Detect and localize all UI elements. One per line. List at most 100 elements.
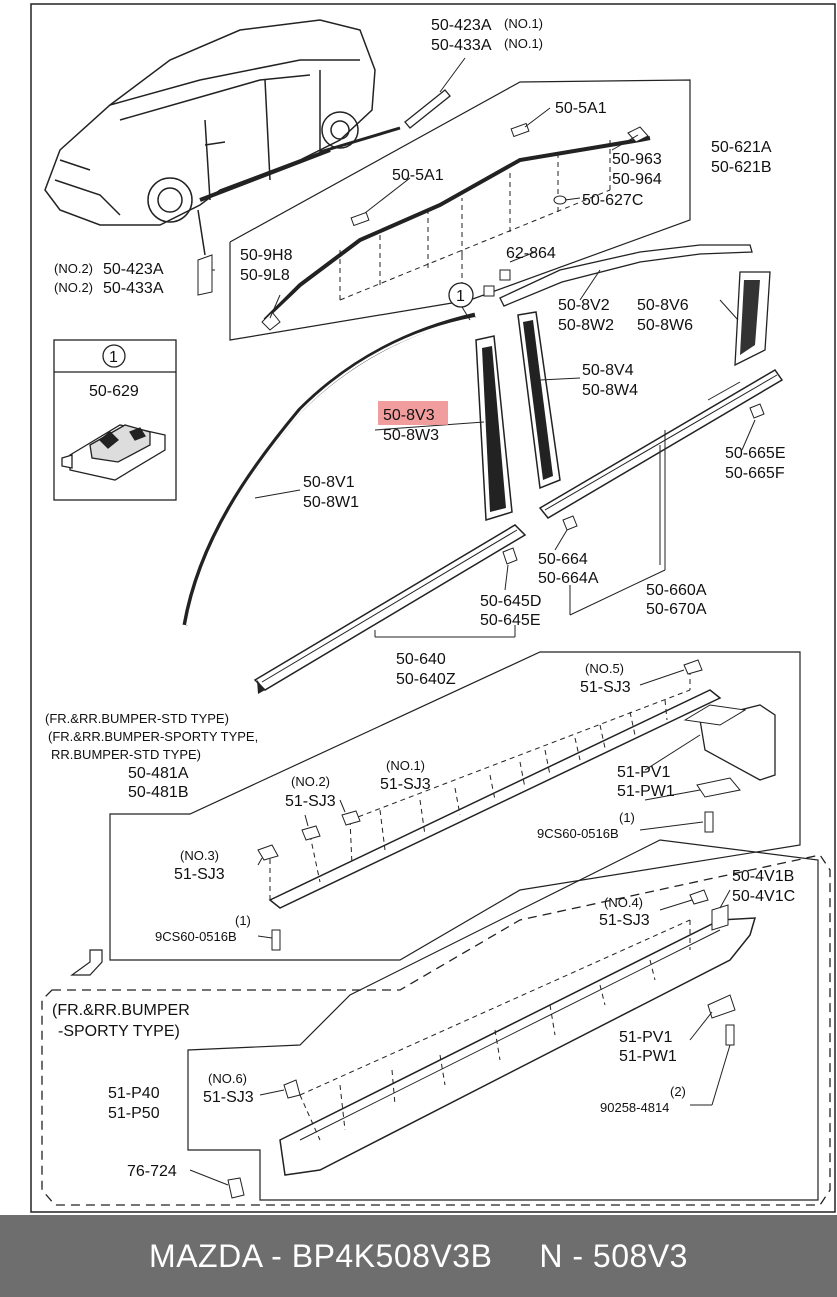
label-51-p40: 51-P40 [108,1085,160,1102]
label-no2-a: (NO.2) [54,261,93,276]
label-51-sj3-no2: 51-SJ3 [285,793,336,810]
parts-diagram: 1 [30,3,836,1213]
clip-62-864 [483,269,511,297]
label-50-640z: 50-640Z [396,671,456,688]
label-76-724: 76-724 [127,1163,177,1180]
trim-part-top [404,89,451,129]
label-50-8v4: 50-8V4 [582,362,634,379]
label-50-423a-no1: 50-423A [431,17,492,34]
footer-bar: MAZDA - BP4K508V3B N - 508V3 [0,1215,837,1297]
rocker-std-box [109,651,801,961]
sporty-dashed-box [41,854,831,1206]
inset-circle-1-label: 1 [109,349,118,366]
label-50-4v1b: 50-4V1B [732,868,794,885]
label-50-964: 50-964 [612,171,662,188]
clip-sj3-n3 [257,844,279,861]
roof-clip-dashes [339,140,611,301]
label-50-665f: 50-665F [725,465,785,482]
label-51-sj3-no6: 51-SJ3 [203,1089,254,1106]
label-no4: (NO.4) [604,895,643,910]
front-arrow-icon [70,949,103,976]
label-no6: (NO.6) [208,1071,247,1086]
label-50-621a: 50-621A [711,139,772,156]
door-trim-small [197,254,213,296]
footer-part-number: MAZDA - BP4K508V3B N - 508V3 [149,1237,688,1274]
rocker-sporty-molding [279,917,757,1176]
part-labels: 50-423A (NO.1) 50-433A (NO.1) 50-5A1 50-… [45,16,795,1180]
label-50-645d: 50-645D [480,593,541,610]
label-51-sj3-no5: 51-SJ3 [580,679,631,696]
inset-circle-1 [102,344,126,368]
label-q2: (2) [670,1084,686,1099]
label-9cs60-a: 9CS60-0516B [537,826,619,841]
clip-645d [502,547,518,565]
label-51-sj3-no3: 51-SJ3 [174,866,225,883]
label-51-sj3-no1: 51-SJ3 [380,776,431,793]
label-50-423a-no2: 50-423A [103,261,164,278]
label-50-664a: 50-664A [538,570,599,587]
label-50-8w3: 50-8W3 [383,427,439,444]
clip-5a1-mid [350,211,370,227]
label-50-627c: 50-627C [582,192,643,209]
clip-5a1-top [510,122,530,138]
label-q1-b: (1) [235,913,251,928]
label-50-8w6: 50-8W6 [637,317,693,334]
label-50-664: 50-664 [538,551,588,568]
label-50-5a1-mid: 50-5A1 [392,167,444,184]
label-90258: 90258-4814 [600,1100,669,1115]
sporty-inner-box [187,839,819,1201]
rocker-sporty-dashes [299,919,691,1141]
highlight-50-8v3 [378,401,448,425]
label-50-481b: 50-481B [128,784,189,801]
leader-line [439,57,466,93]
rocker-std-dashes [269,670,691,900]
clip-sj3-n1 [341,810,361,826]
label-51-sj3-no4: 51-SJ3 [599,912,650,929]
label-std-type-1: (FR.&RR.BUMPER-STD TYPE) [45,711,229,726]
label-std-type-2: (FR.&RR.BUMPER-SPORTY TYPE, [48,729,258,744]
clip-664 [562,515,578,531]
label-51-p50: 51-P50 [108,1105,160,1122]
clip-sj3-n2 [301,825,321,841]
label-50-5a1-top: 50-5A1 [555,100,607,117]
label-no2-sj: (NO.2) [291,774,330,789]
label-50-481a: 50-481A [128,765,189,782]
car-illustration [44,19,401,256]
end-piece-4v1b [711,904,729,931]
label-no1-a: (NO.1) [504,16,543,31]
label-no5: (NO.5) [585,661,624,676]
label-no2-b: (NO.2) [54,280,93,295]
label-50-645e: 50-645E [480,612,541,629]
label-62-864: 62-864 [506,245,556,262]
clip-665e [749,403,765,419]
a-pillar-molding [182,312,476,626]
label-50-8w1: 50-8W1 [303,494,359,511]
rocker-std-molding [268,689,722,909]
label-51-pv1-a: 51-PV1 [617,764,670,781]
label-50-8w4: 50-8W4 [582,382,638,399]
label-9cs60-b: 9CS60-0516B [155,929,237,944]
diagram-frame [30,3,836,1213]
label-sporty-2: -SPORTY TYPE) [58,1023,180,1040]
label-50-660a: 50-660A [646,582,707,599]
roof-molding-box [229,79,691,341]
rear-glass-molding [499,244,753,307]
label-q1-a: (1) [619,810,635,825]
label-50-433a-no1: 50-433A [431,37,492,54]
label-50-629: 50-629 [89,383,139,400]
clip-sj3-n6 [283,1079,301,1099]
clip-sj3-n4 [689,889,709,905]
callout-circle-1 [448,282,474,308]
screw-76-724 [227,1177,245,1199]
callout-circle-1-label: 1 [456,288,465,305]
label-50-8w2: 50-8W2 [558,317,614,334]
label-no1-b: (NO.1) [504,36,543,51]
clip-9h8 [261,311,281,331]
screw-9cs60-a [704,811,714,833]
leader-lines [200,107,756,638]
label-50-8v3: 50-8V3 [383,407,435,424]
label-51-pv1-b: 51-PV1 [619,1029,672,1046]
screw-9cs60-b [271,929,281,951]
label-no3: (NO.3) [180,848,219,863]
